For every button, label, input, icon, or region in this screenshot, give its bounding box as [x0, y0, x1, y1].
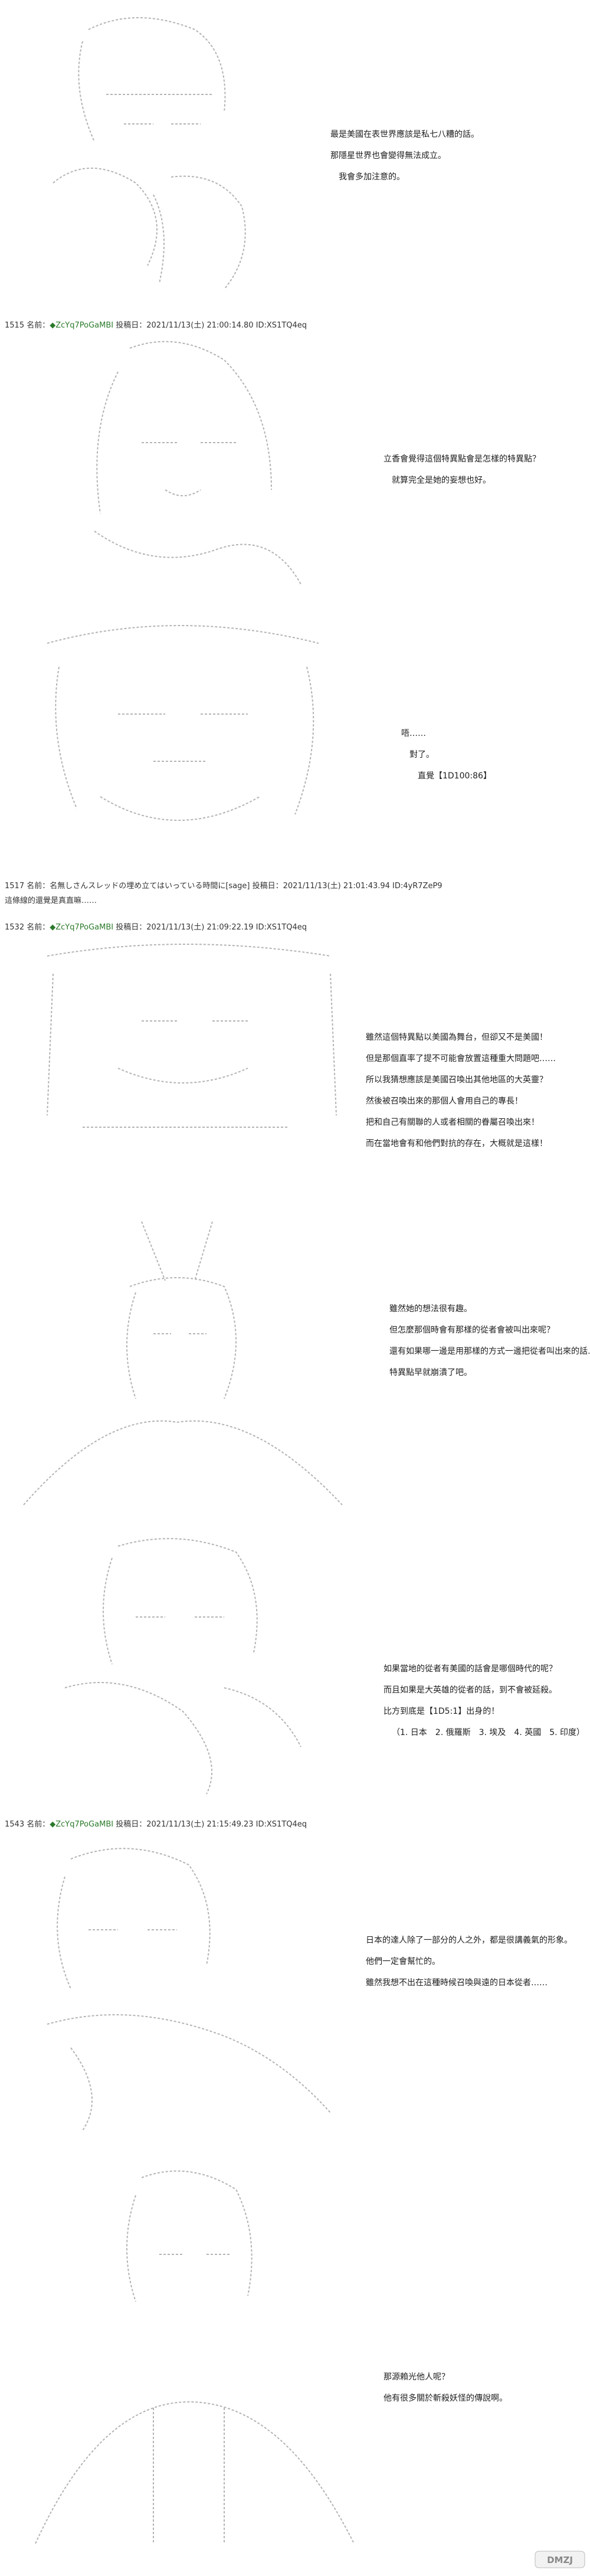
dialog-line: 他們一定會幫忙的。 — [366, 1957, 440, 1966]
post-number[interactable]: 1543 — [5, 1820, 25, 1829]
post-date: 2021/11/13(土) 21:00:14.80 — [146, 321, 254, 330]
panel-1: 最是美國在表世界應該是私七八糟的話。 那隱星世界也會變得無法成立。 我會多加注意… — [0, 0, 590, 307]
ascii-art-character — [12, 1835, 342, 2136]
ascii-art-character — [12, 620, 342, 862]
dialog-line: 立香會覺得這個特異點會是怎樣的特異點？ — [384, 454, 540, 464]
dialog-block: 日本的達人除了一部分的人之外，都是很講義氣的形象。 他們一定會幫忙的。 雖然我想… — [366, 1930, 572, 1994]
dialog-block: 雖然這個特異點以美國為舞台，但卻又不是美國！ 但是那個直率了提不可能會放置這種重… — [366, 1027, 556, 1154]
dialog-line: 而且如果是大英雄的從者的話，到不會被延殺。 — [384, 1685, 557, 1695]
panel-6: 如果當地的從者有美國的話會是哪個時代的呢？ 而且如果是大英雄的從者的話，到不會被… — [0, 1534, 590, 1806]
post-id: 4yR7ZeP9 — [403, 882, 442, 891]
dialog-line: 最是美國在表世界應該是私七八糟的話。 — [330, 130, 479, 139]
panel-8: 那源賴光他人呢？ 他有很多關於斬殺妖怪的傳說啊。 — [0, 2154, 590, 2567]
id-label: ID: — [255, 321, 267, 330]
dialog-line: 我會多加注意的。 — [339, 172, 405, 182]
panel-3: 唔…… 對了。 直覺【1D100:86】 — [0, 620, 590, 868]
id-label: ID: — [255, 1820, 267, 1829]
name-label: 名前： — [27, 1820, 50, 1829]
dialog-line: 但怎麼那個時會有那樣的從者會被叫出來呢？ — [389, 1325, 555, 1335]
poster-name: ◆ZcYq7PoGaMBI — [50, 321, 114, 330]
dialog-line: 那源賴光他人呢？ — [384, 2372, 450, 2382]
dialog-line: 比方到底是【1D5:1】出身的！ — [384, 1707, 500, 1716]
id-label: ID: — [255, 923, 267, 932]
post-header: 1517 名前：名無しさんスレッドの埋め立てはいっている時間に[sage] 投稿… — [5, 879, 442, 891]
id-label: ID: — [392, 882, 404, 891]
dialog-line: 把和自己有關聯的人或者相關的眷屬召喚出來！ — [366, 1118, 539, 1127]
panel-4: 雖然這個特異點以美國為舞台，但卻又不是美國！ 但是那個直率了提不可能會放置這種重… — [0, 938, 590, 1198]
dialog-line: 直覺【1D100:86】 — [418, 771, 491, 781]
dialog-block: 最是美國在表世界應該是私七八糟的話。 那隱星世界也會變得無法成立。 我會多加注意… — [330, 124, 479, 188]
dialog-line: 他有很多關於斬殺妖怪的傳說啊。 — [384, 2394, 507, 2403]
post-date: 2021/11/13(土) 21:09:22.19 — [146, 923, 254, 932]
ascii-art-character — [24, 938, 348, 1192]
ascii-art-character — [30, 1534, 336, 1800]
dialog-line: 雖然這個特異點以美國為舞台，但卻又不是美國！ — [366, 1033, 548, 1042]
panel-2: 立香會覺得這個特異點會是怎樣的特異點？ 就算完全是她的妄想也好。 — [0, 336, 590, 608]
logo-text: DMZJ — [547, 2555, 573, 2565]
ascii-art-character — [18, 6, 289, 301]
dialog-block: 唔…… 對了。 直覺【1D100:86】 — [401, 723, 491, 787]
dialog-line: 然後被召喚出來的那個人會用自己的專長！ — [366, 1096, 523, 1106]
post-header: 1543 名前：◆ZcYq7PoGaMBI 投稿日：2021/11/13(土) … — [5, 1818, 307, 1829]
name-label: 名前： — [27, 321, 50, 330]
dialog-line: 就算完全是她的妄想也好。 — [392, 476, 491, 485]
dialog-line: 對了。 — [409, 750, 434, 760]
reply-text: 這條線的還覺是真直嘛…… — [5, 896, 97, 905]
dialog-line: 還有如果哪一邊是用那樣的方式一邊把從者叫出來的話…… — [389, 1347, 590, 1356]
dialog-line: 日本的達人除了一部分的人之外，都是很講義氣的形象。 — [366, 1936, 572, 1945]
panel-5: 雖然她的想法很有趣。 但怎麼那個時會有那樣的從者會被叫出來呢？ 還有如果哪一邊是… — [0, 1210, 590, 1523]
poster-name: 名無しさんスレッドの埋め立てはいっている時間に[sage] — [50, 882, 250, 891]
post-id: XS1TQ4eq — [266, 1820, 307, 1829]
dialog-line: 雖然她的想法很有趣。 — [389, 1304, 472, 1314]
name-label: 名前： — [27, 923, 50, 932]
ascii-art-character — [0, 1210, 354, 1517]
dialog-line: 所以我猜想應該是美國召喚出其他地區的大英靈？ — [366, 1075, 548, 1085]
dialog-line: 唔…… — [401, 729, 426, 738]
site-logo: DMZJ — [535, 2548, 585, 2571]
dialog-block: 立香會覺得這個特異點會是怎樣的特異點？ 就算完全是她的妄想也好。 — [384, 449, 540, 491]
dialog-block: 雖然她的想法很有趣。 但怎麼那個時會有那樣的從者會被叫出來呢？ 還有如果哪一邊是… — [389, 1298, 590, 1383]
date-label: 投稿日： — [116, 923, 147, 932]
date-label: 投稿日： — [252, 882, 283, 891]
name-label: 名前： — [27, 882, 50, 891]
post-date: 2021/11/13(土) 21:15:49.23 — [146, 1820, 254, 1829]
poster-name: ◆ZcYq7PoGaMBI — [50, 1820, 114, 1829]
date-label: 投稿日： — [116, 321, 147, 330]
post-number[interactable]: 1532 — [5, 923, 25, 932]
dialog-block: 如果當地的從者有美國的話會是哪個時代的呢？ 而且如果是大英雄的從者的話，到不會被… — [384, 1658, 585, 1743]
poster-name: ◆ZcYq7PoGaMBI — [50, 923, 114, 932]
panel-7: 日本的達人除了一部分的人之外，都是很講義氣的形象。 他們一定會幫忙的。 雖然我想… — [0, 1835, 590, 2142]
post-date: 2021/11/13(土) 21:01:43.94 — [283, 882, 390, 891]
post-number[interactable]: 1515 — [5, 321, 25, 330]
date-label: 投稿日： — [116, 1820, 147, 1829]
dialog-line: 但是那個直率了提不可能會放置這種重大問題吧…… — [366, 1054, 556, 1063]
dialog-line: 那隱星世界也會變得無法成立。 — [330, 151, 446, 161]
dialog-block: 那源賴光他人呢？ 他有很多關於斬殺妖怪的傳說啊。 — [384, 2366, 507, 2409]
dialog-line: 如果當地的從者有美國的話會是哪個時代的呢？ — [384, 1664, 557, 1674]
ascii-art-character — [12, 2154, 366, 2561]
post-number[interactable]: 1517 — [5, 882, 25, 891]
dialog-line: 而在當地會有和他們對抗的存在，大概就是這樣！ — [366, 1139, 548, 1148]
dialog-line: （1. 日本 2. 俄羅斯 3. 埃及 4. 英國 5. 印度） — [392, 1728, 585, 1737]
post-id: XS1TQ4eq — [266, 923, 307, 932]
post-id: XS1TQ4eq — [266, 321, 307, 330]
ascii-art-character — [24, 336, 319, 602]
dialog-line: 特異點早就崩潰了吧。 — [389, 1368, 472, 1377]
dialog-line: 雖然我想不出在這種時候召喚與遠的日本從者…… — [366, 1978, 548, 1988]
post-header: 1532 名前：◆ZcYq7PoGaMBI 投稿日：2021/11/13(土) … — [5, 921, 307, 932]
post-header: 1515 名前：◆ZcYq7PoGaMBI 投稿日：2021/11/13(土) … — [5, 319, 307, 330]
